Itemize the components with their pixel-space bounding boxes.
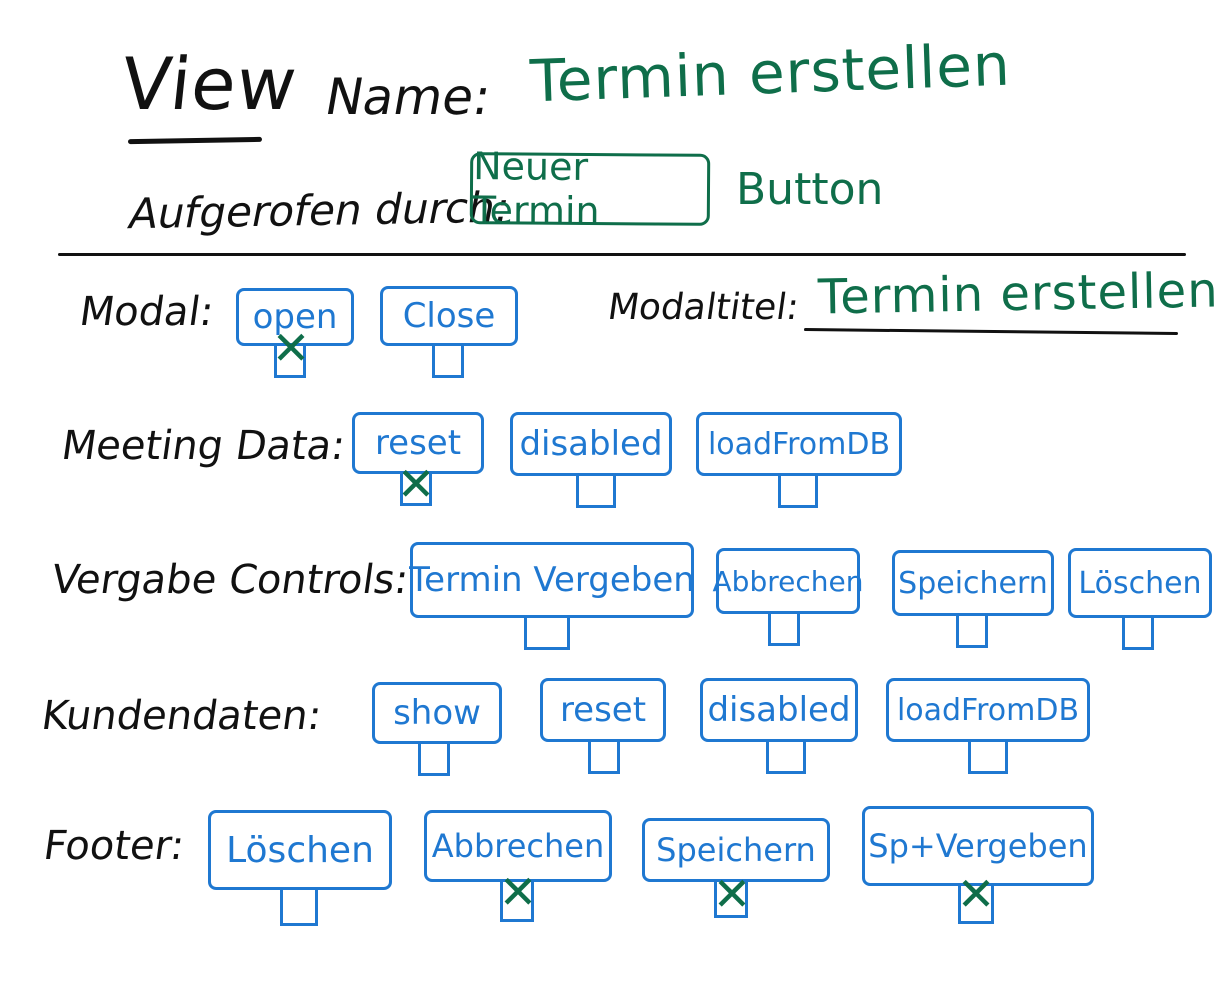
customer-data-row-label: Kundendaten: bbox=[38, 693, 325, 739]
header-divider bbox=[58, 253, 1186, 256]
state-label-box: Löschen bbox=[1068, 548, 1212, 618]
state-checkbox[interactable] bbox=[274, 346, 306, 378]
name-label: Name: bbox=[320, 68, 496, 126]
state-checkbox[interactable] bbox=[418, 744, 450, 776]
state-meeting-reset[interactable]: reset ✕ bbox=[352, 412, 484, 511]
state-label-box: reset bbox=[352, 412, 484, 474]
called-by-suffix: Button bbox=[736, 164, 884, 215]
checked-mark-icon: ✕ bbox=[271, 321, 311, 375]
state-label-box: disabled bbox=[510, 412, 672, 476]
modal-title-label: Modaltitel: bbox=[605, 287, 802, 328]
state-label-box: Speichern bbox=[642, 818, 830, 882]
state-checkbox[interactable] bbox=[1122, 618, 1154, 650]
state-vergabe-loeschen[interactable]: Löschen bbox=[1068, 548, 1212, 650]
modal-row-label: Modal: bbox=[76, 289, 217, 335]
state-footer-loeschen[interactable]: Löschen bbox=[208, 810, 392, 926]
state-label-box: Abbrechen bbox=[713, 548, 863, 614]
state-label-box: disabled bbox=[700, 678, 858, 742]
state-modal-close[interactable]: Close bbox=[380, 286, 518, 380]
called-by-label: Aufgerofen durch: bbox=[124, 182, 515, 239]
checked-mark-icon: ✕ bbox=[498, 865, 538, 919]
state-checkbox[interactable] bbox=[968, 742, 1008, 774]
state-checkbox[interactable] bbox=[766, 742, 806, 774]
checked-mark-icon: ✕ bbox=[396, 457, 436, 511]
state-label-box: open bbox=[236, 288, 354, 346]
state-kunden-reset[interactable]: reset bbox=[540, 678, 666, 774]
state-checkbox[interactable] bbox=[432, 346, 464, 378]
checked-mark-icon: ✕ bbox=[712, 867, 752, 921]
state-meeting-loadfromdb[interactable]: loadFromDB bbox=[696, 412, 902, 508]
state-checkbox[interactable] bbox=[588, 742, 620, 774]
view-heading: View bbox=[117, 42, 302, 126]
state-checkbox[interactable] bbox=[958, 886, 994, 924]
state-label-box: Termin Vergeben bbox=[409, 542, 695, 618]
state-modal-open[interactable]: open ✕ bbox=[236, 288, 354, 378]
state-checkbox[interactable] bbox=[524, 618, 570, 650]
state-vergabe-termin-vergeben[interactable]: Termin Vergeben bbox=[409, 542, 695, 650]
state-kunden-disabled[interactable]: disabled bbox=[700, 678, 858, 774]
state-checkbox[interactable] bbox=[400, 474, 432, 506]
state-checkbox[interactable] bbox=[500, 882, 534, 922]
state-label-box: reset bbox=[540, 678, 666, 742]
state-checkbox[interactable] bbox=[576, 476, 616, 508]
view-heading-underline bbox=[127, 136, 263, 145]
state-kunden-show[interactable]: show bbox=[372, 682, 502, 776]
state-label-box: Close bbox=[380, 286, 518, 346]
new-appointment-button[interactable]: Neuer Termin bbox=[469, 144, 711, 233]
state-checkbox[interactable] bbox=[778, 476, 818, 508]
checked-mark-icon: ✕ bbox=[956, 867, 996, 921]
state-label-box: Speichern bbox=[892, 550, 1054, 616]
state-footer-sp-vergeben[interactable]: Sp+Vergeben ✕ bbox=[862, 806, 1094, 924]
state-checkbox[interactable] bbox=[768, 614, 800, 646]
state-label-box: loadFromDB bbox=[696, 412, 902, 476]
state-label-box: Löschen bbox=[208, 810, 392, 890]
modal-title-value: Termin erstellen bbox=[817, 262, 1219, 326]
modal-title-underline bbox=[803, 328, 1179, 335]
state-checkbox[interactable] bbox=[956, 616, 988, 648]
state-vergabe-speichern[interactable]: Speichern bbox=[892, 550, 1054, 648]
state-checkbox[interactable] bbox=[714, 882, 748, 918]
state-label-box: Sp+Vergeben bbox=[862, 806, 1094, 886]
view-name-value: Termin erstellen bbox=[528, 30, 1012, 116]
meeting-data-row-label: Meeting Data: bbox=[58, 423, 349, 469]
state-footer-abbrechen[interactable]: Abbrechen ✕ bbox=[424, 810, 612, 924]
state-label-box: Abbrechen bbox=[424, 810, 612, 882]
state-kunden-loadfromdb[interactable]: loadFromDB bbox=[886, 678, 1090, 774]
vergabe-controls-row-label: Vergabe Controls: bbox=[48, 557, 412, 603]
state-meeting-disabled[interactable]: disabled bbox=[510, 412, 672, 508]
state-footer-speichern[interactable]: Speichern ✕ bbox=[642, 818, 830, 920]
state-vergabe-abbrechen[interactable]: Abbrechen bbox=[713, 548, 863, 646]
state-label-box: show bbox=[372, 682, 502, 744]
state-label-box: loadFromDB bbox=[886, 678, 1090, 742]
footer-row-label: Footer: bbox=[40, 823, 188, 869]
state-checkbox[interactable] bbox=[280, 890, 318, 926]
